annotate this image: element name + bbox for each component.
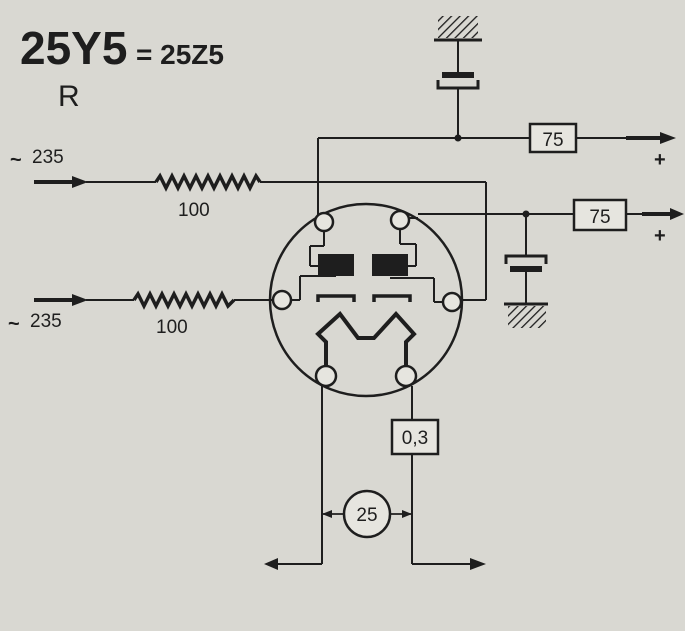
input-2: ~ 235 100 [8, 290, 272, 338]
ground-symbol-bottom [508, 306, 546, 328]
resistor-2-symbol [132, 290, 236, 310]
resistor-2-value: 100 [156, 317, 188, 338]
heater-arrow-left [264, 558, 278, 570]
cathode-right [372, 294, 412, 302]
tube-variant: R [58, 80, 80, 113]
heater-leads: 0,3 25 [264, 386, 486, 570]
output-arrow-head-1 [660, 132, 676, 144]
output-box-1-value: 75 [542, 130, 563, 151]
capacitor-bottom-plate-lower [510, 266, 542, 272]
cathode-left [316, 294, 356, 302]
output-box-2 [572, 198, 628, 232]
input-voltage-1: 235 [32, 147, 64, 168]
resistor-1-value: 100 [178, 200, 210, 221]
capacitor-bottom-plate-upper [504, 254, 548, 264]
anode-right [372, 254, 408, 276]
tube [268, 202, 464, 398]
heater-arrow-right [470, 558, 486, 570]
input-voltage-2: 235 [30, 311, 62, 332]
capacitor-top-plate-upper [442, 72, 474, 78]
tube-equivalent: = 25Z5 [136, 39, 224, 70]
output-2: 75 + [400, 198, 684, 247]
tube-title: 25Y5 [20, 22, 127, 74]
heater-voltage-circle [342, 489, 392, 539]
dimension-arrow [322, 510, 332, 518]
output-box-2-value: 75 [589, 207, 610, 228]
top-ground-capacitor [434, 16, 482, 142]
pin-right [441, 291, 463, 313]
pin-bottom-left [314, 364, 338, 388]
plus-sign-2: + [654, 225, 666, 247]
heater-box [390, 418, 440, 456]
ac-symbol-1: ~ [10, 149, 22, 171]
heater-voltage-value: 25 [356, 505, 377, 526]
input-arrow-head-2 [72, 294, 88, 306]
pin-top-right [389, 209, 411, 231]
pin-top-left [313, 211, 335, 233]
heater-box-value: 0,3 [402, 428, 428, 449]
pin-left [271, 289, 293, 311]
dimension-arrow [402, 510, 412, 518]
capacitor-top-plate-lower [436, 80, 480, 90]
resistor-1-symbol [154, 172, 262, 192]
output-1: 75 + [317, 122, 676, 222]
ground-symbol-top [438, 16, 478, 38]
bottom-capacitor-ground [504, 214, 548, 328]
heater-filament [315, 311, 417, 366]
pin-bottom-right [394, 364, 418, 388]
input-arrow-head-1 [72, 176, 88, 188]
output-arrow-head-2 [670, 208, 684, 220]
ac-symbol-2: ~ [8, 313, 20, 335]
input-1: ~ 235 100 [10, 147, 487, 301]
plus-sign-1: + [654, 149, 666, 171]
anode-left [318, 254, 354, 276]
output-box-1 [528, 122, 578, 154]
